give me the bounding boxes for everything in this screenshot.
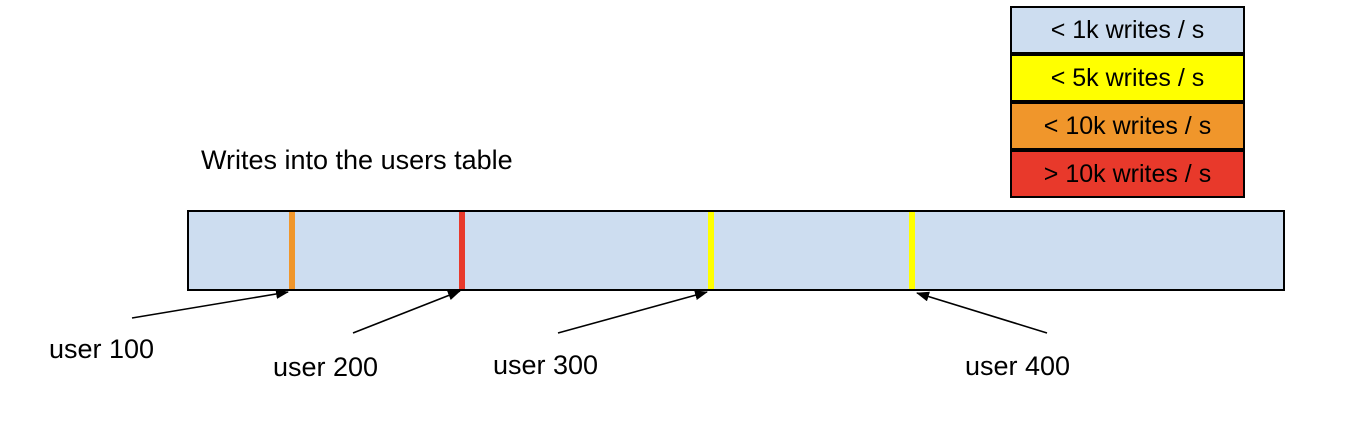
legend-item-label: > 10k writes / s [1043, 159, 1212, 188]
legend-item-label: < 1k writes / s [1050, 15, 1205, 44]
legend-item-label: < 5k writes / s [1050, 63, 1205, 92]
user-label: user 200 [273, 352, 379, 382]
legend: < 1k writes / s < 5k writes / s < 10k writ… [1010, 6, 1245, 198]
users-table-bar [187, 210, 1285, 291]
user-label: user 300 [493, 350, 599, 380]
legend-item-label: < 10k writes / s [1043, 111, 1212, 140]
legend-item: < 5k writes / s [1010, 54, 1245, 102]
write-rate-marker [289, 212, 295, 289]
user-label: user 100 [49, 334, 155, 364]
label-arrow [916, 291, 1048, 334]
write-rate-marker [708, 212, 714, 289]
write-rate-marker [909, 212, 915, 289]
diagram-title: Writes into the users table [201, 145, 513, 175]
label-arrow [557, 290, 708, 334]
legend-item: < 10k writes / s [1010, 102, 1245, 150]
legend-item: > 10k writes / s [1010, 150, 1245, 198]
legend-item: < 1k writes / s [1010, 6, 1245, 54]
label-arrow [352, 290, 461, 334]
label-arrow [131, 289, 289, 319]
user-label: user 400 [965, 351, 1071, 381]
write-rate-marker [459, 212, 465, 289]
